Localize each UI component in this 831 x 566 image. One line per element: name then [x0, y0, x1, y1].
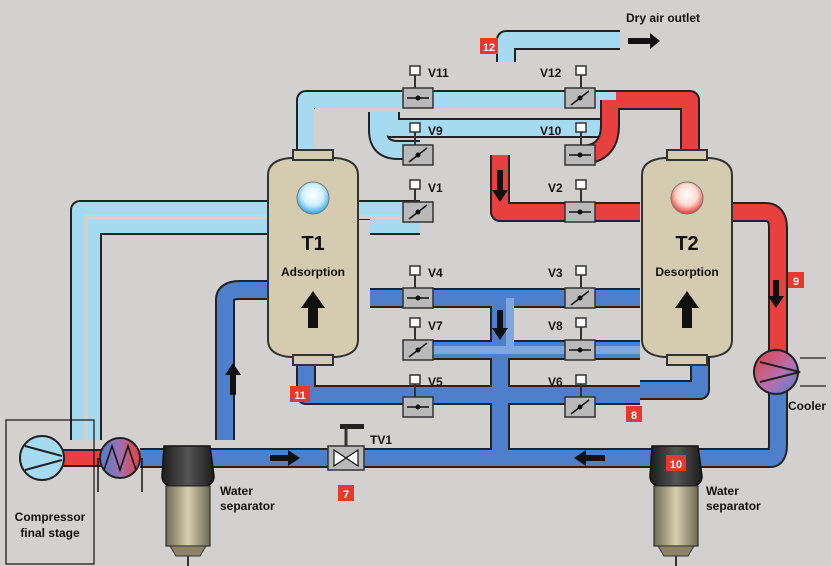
valve-v1-label: V1 [428, 181, 443, 195]
valve-v11-label: V11 [428, 66, 449, 80]
compressor-outlet-pipe [60, 449, 108, 467]
svg-text:12: 12 [483, 42, 495, 54]
marker-7: 7 [338, 485, 354, 501]
tank-t2-name: T2 [675, 233, 698, 255]
cooler-label: Cooler [788, 399, 826, 413]
valve-v2: V2 [548, 179, 596, 223]
heat-exchanger-icon [97, 437, 143, 492]
down-arrow-icon [492, 170, 508, 202]
water-separator-right: Water separator [649, 445, 761, 566]
throttle-valve-tv1: TV1 [327, 424, 392, 471]
down-arrow-icon [768, 280, 784, 308]
valve-v7-label: V7 [428, 319, 443, 333]
dry-air-outlet-label: Dry air outlet [626, 11, 700, 25]
water-separator-left-line1: Water [220, 484, 253, 498]
marker-9: 9 [788, 272, 804, 288]
valve-v4: V4 [402, 265, 443, 309]
valve-v11: V11 [402, 65, 449, 109]
tank-t2: T2 Desorption [641, 149, 733, 366]
svg-text:11: 11 [294, 390, 306, 402]
cooler: Cooler [753, 349, 826, 413]
hot-air-indicator-icon [670, 181, 704, 215]
valves: V11 V12 V9 V10 V1 [402, 65, 596, 418]
valve-v7: V7 [402, 317, 443, 361]
marker-8: 8 [626, 406, 642, 422]
water-separator-left: Water separator [161, 445, 275, 566]
outlet-arrow-icon [628, 33, 660, 49]
valve-v8-label: V8 [548, 319, 563, 333]
valve-v10-label: V10 [540, 124, 562, 138]
svg-text:9: 9 [793, 276, 799, 288]
tank-t1: T1 Adsorption [267, 149, 359, 366]
marker-12: 12 [480, 38, 498, 54]
valve-v6-label: V6 [548, 375, 563, 389]
regeneration-pipes [490, 90, 788, 360]
tank-t1-name: T1 [301, 233, 324, 255]
valve-v12-label: V12 [540, 66, 562, 80]
svg-text:8: 8 [631, 410, 637, 422]
valve-v3: V3 [548, 265, 596, 309]
valve-v5: V5 [402, 374, 443, 418]
down-arrow-icon [492, 310, 508, 340]
cooler-icon [753, 349, 799, 395]
dry-air-pipes [70, 30, 620, 440]
valve-v9-label: V9 [428, 124, 443, 138]
valve-v12: V12 [540, 65, 596, 109]
svg-text:10: 10 [670, 459, 682, 471]
valve-v9: V9 [402, 122, 443, 166]
left-arrow-icon [574, 450, 605, 466]
valve-v2-label: V2 [548, 181, 563, 195]
marker-10: 10 [666, 455, 686, 471]
water-separator-left-line2: separator [220, 499, 275, 513]
valve-v10: V10 [540, 122, 596, 166]
water-separator-right-line1: Water [706, 484, 739, 498]
marker-11: 11 [290, 386, 310, 402]
valve-v5-label: V5 [428, 375, 443, 389]
right-arrow-icon [270, 450, 300, 466]
tv1-label: TV1 [370, 433, 392, 447]
dry-air-indicator-icon [296, 181, 330, 215]
water-separator-right-line2: separator [706, 499, 761, 513]
valve-v4-label: V4 [428, 266, 443, 280]
tank-t1-mode: Adsorption [281, 265, 345, 279]
number-markers: 12 9 11 8 10 7 [290, 38, 804, 501]
svg-text:7: 7 [343, 489, 349, 501]
compressor-label-line1: Compressor [15, 510, 86, 524]
compressor-icon [19, 435, 65, 481]
valve-v6: V6 [548, 374, 596, 418]
valve-v3-label: V3 [548, 266, 563, 280]
flow-up-arrow-icon [301, 291, 325, 328]
up-arrow-icon [225, 363, 241, 395]
compressor-label-line2: final stage [20, 526, 80, 540]
tank-t2-mode: Desorption [655, 265, 718, 279]
valve-v8: V8 [548, 317, 596, 361]
flow-arrows [225, 33, 784, 466]
flow-up-arrow-icon [675, 291, 699, 328]
compressor: Compressor final stage [5, 419, 95, 565]
valve-v1: V1 [402, 179, 443, 223]
